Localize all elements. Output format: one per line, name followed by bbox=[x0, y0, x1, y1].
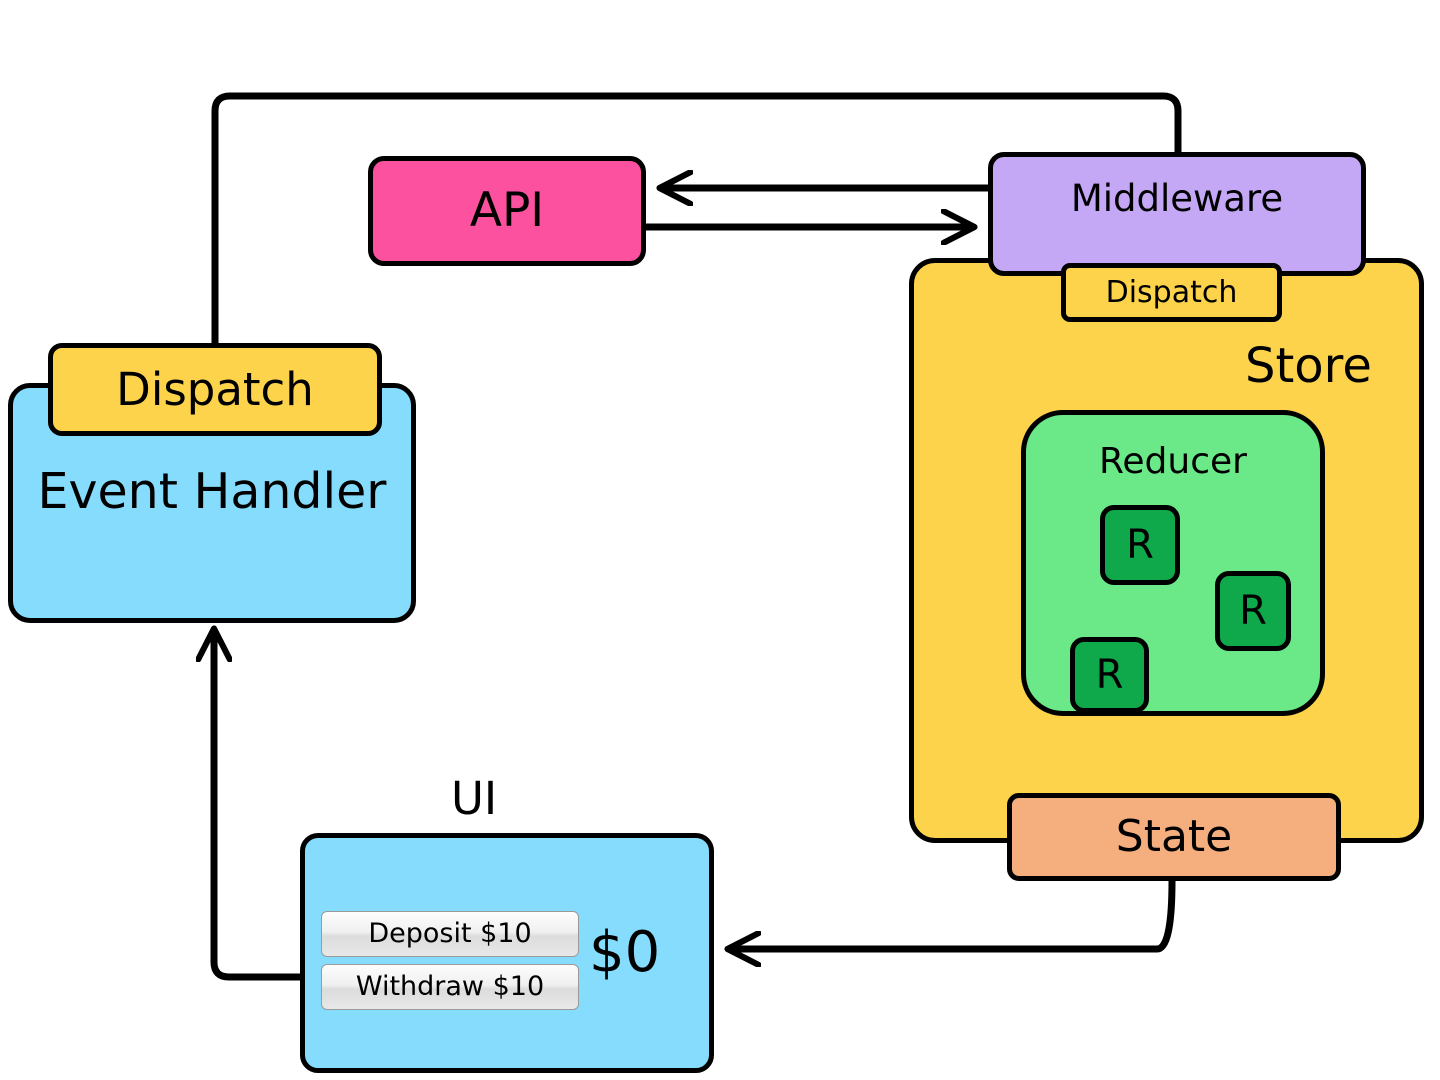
ui-label: UI bbox=[451, 772, 498, 825]
state-node[interactable]: State bbox=[1007, 793, 1341, 881]
edge-ui-to-event-handler bbox=[214, 630, 300, 981]
reducer-node[interactable]: Reducer R R R bbox=[1021, 410, 1325, 716]
ui-button-group: Deposit $10 Withdraw $10 bbox=[321, 911, 579, 1017]
middleware-node[interactable]: Middleware bbox=[988, 152, 1366, 276]
reducer-label: Reducer bbox=[1099, 441, 1247, 482]
store-dispatch-node[interactable]: Dispatch bbox=[1061, 263, 1282, 322]
api-node[interactable]: API bbox=[368, 156, 646, 266]
edge-state-to-ui bbox=[729, 880, 1176, 949]
store-label: Store bbox=[1245, 338, 1372, 394]
deposit-button[interactable]: Deposit $10 bbox=[321, 911, 579, 957]
left-dispatch-node[interactable]: Dispatch bbox=[48, 343, 382, 436]
reducer-chip-1[interactable]: R bbox=[1100, 505, 1180, 585]
withdraw-button[interactable]: Withdraw $10 bbox=[321, 964, 579, 1010]
balance-display: $0 bbox=[589, 920, 661, 985]
reducer-chip-2[interactable]: R bbox=[1215, 571, 1291, 651]
ui-node: Deposit $10 Withdraw $10 $0 bbox=[300, 833, 714, 1073]
reducer-chip-3[interactable]: R bbox=[1070, 637, 1149, 713]
